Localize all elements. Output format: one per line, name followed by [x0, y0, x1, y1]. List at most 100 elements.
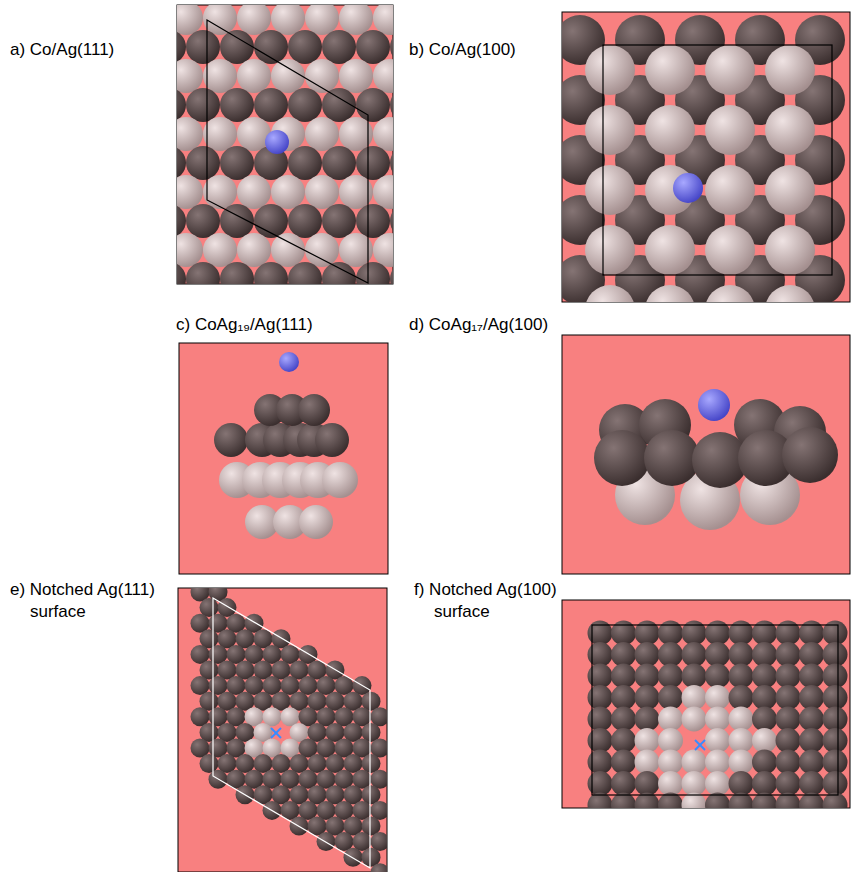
ag-atom: [765, 225, 815, 275]
ag-atom: [588, 664, 613, 689]
ag-atom: [729, 707, 754, 732]
ag-atom: [729, 771, 754, 796]
ag-atom: [776, 685, 801, 710]
ag-atom: [682, 750, 707, 775]
ag-atom: [752, 664, 777, 689]
ag-atom: [611, 621, 636, 646]
ag-atom: [288, 204, 322, 238]
ag-atom: [682, 707, 707, 732]
atoms-a: [177, 5, 393, 284]
ag-atom: [356, 30, 390, 64]
ag-atom: [356, 88, 390, 122]
ag-atom: [177, 88, 186, 122]
ag-atom: [356, 262, 390, 284]
ag-atom: [705, 750, 730, 775]
ag-atom: [705, 165, 755, 215]
ag-atom: [588, 707, 613, 732]
ag-atom: [729, 728, 754, 753]
ag-atom: [588, 750, 613, 775]
ag-atom: [288, 30, 322, 64]
ag-atom: [390, 88, 393, 122]
ag-atom: [823, 642, 848, 667]
ag-atom: [799, 621, 824, 646]
ag-atom: [658, 771, 683, 796]
ag-atom: [658, 750, 683, 775]
ag-atom: [635, 664, 660, 689]
ag-atom: [635, 642, 660, 667]
atoms-c: [214, 352, 358, 539]
ag-atom: [682, 664, 707, 689]
ag-atom: [776, 728, 801, 753]
ag-atom: [776, 621, 801, 646]
ag-atom: [682, 621, 707, 646]
panel-label: e) Notched Ag(111) surface: [10, 579, 180, 623]
cell-outline: [592, 625, 838, 795]
ag-atom: [635, 728, 660, 753]
ag-atom: [177, 146, 186, 180]
ag-atom: [765, 285, 815, 302]
ag-atom: [322, 146, 356, 180]
ag-atom: [254, 88, 288, 122]
ag-atom: [705, 225, 755, 275]
ag-atom: [729, 664, 754, 689]
ag-atom: [776, 771, 801, 796]
ag-atom: [782, 427, 838, 483]
ag-atom: [305, 233, 339, 267]
ag-atom: [611, 728, 636, 753]
ag-atom: [823, 621, 848, 646]
ag-atom: [305, 5, 339, 35]
ag-atom: [373, 233, 393, 267]
ag-atom: [658, 707, 683, 732]
ag-atom: [186, 30, 220, 64]
ag-atom: [588, 621, 613, 646]
ag-atom: [373, 59, 393, 93]
ag-atom: [177, 262, 186, 284]
cell-outline: [207, 20, 368, 283]
ag-atom: [373, 117, 393, 151]
ag-atom: [220, 146, 254, 180]
ag-atom: [288, 88, 322, 122]
ag-atom: [752, 771, 777, 796]
ag-atom: [588, 771, 613, 796]
ag-atom: [705, 45, 755, 95]
ag-atom: [186, 204, 220, 238]
ag-atom: [705, 105, 755, 155]
panel-label: a) Co/Ag(111): [10, 39, 114, 61]
ag-atom: [371, 863, 388, 872]
ag-atom: [705, 664, 730, 689]
ag-atom: [635, 771, 660, 796]
ag-atom: [765, 45, 815, 95]
atoms-b: [562, 15, 845, 302]
ag-atom: [776, 664, 801, 689]
panel-background: [562, 335, 850, 574]
ag-atom: [752, 750, 777, 775]
ag-atom: [373, 175, 393, 209]
ag-atom: [177, 233, 203, 267]
panel-background: [179, 343, 388, 574]
panel-label: c) CoAg₁₉/Ag(111): [176, 314, 313, 336]
ag-atom: [390, 262, 393, 284]
ag-atom: [344, 848, 363, 867]
co-atom: [279, 352, 299, 372]
ag-atom: [339, 5, 373, 35]
ag-atom: [682, 771, 707, 796]
ag-atom: [177, 117, 203, 151]
ag-atom: [254, 262, 288, 284]
ag-atom: [752, 728, 777, 753]
ag-atom: [658, 685, 683, 710]
ag-atom: [203, 117, 237, 151]
ag-atom: [322, 462, 358, 498]
ag-atom: [658, 642, 683, 667]
ag-atom: [645, 105, 695, 155]
ag-atom: [645, 225, 695, 275]
ag-atom: [705, 685, 730, 710]
ag-atom: [237, 233, 271, 267]
ag-atom: [322, 262, 356, 284]
ag-atom: [390, 30, 393, 64]
ag-atom: [752, 642, 777, 667]
ag-atom: [611, 750, 636, 775]
ag-atom: [288, 146, 322, 180]
cell-outline: [603, 45, 832, 275]
ag-atom: [705, 707, 730, 732]
ag-atom: [799, 728, 824, 753]
